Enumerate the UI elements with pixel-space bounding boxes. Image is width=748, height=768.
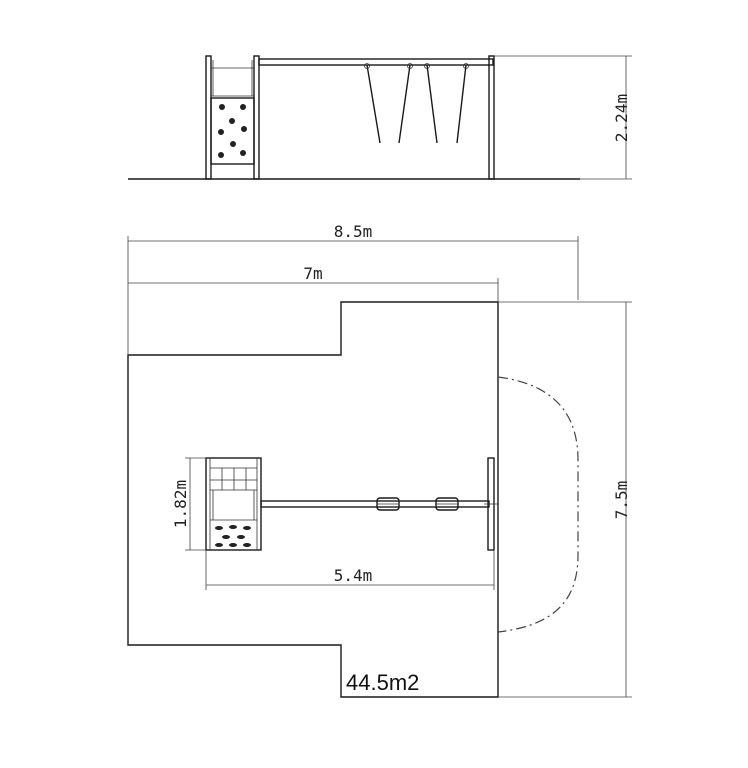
swing-safety-arc — [497, 376, 579, 633]
tower-plan — [205, 457, 262, 551]
swing-post — [488, 55, 495, 180]
overall-width-label: 8.5m — [334, 222, 373, 241]
safety-zone — [127, 301, 499, 698]
equipment-depth-label: 1.82m — [171, 480, 190, 528]
tower-post-right — [253, 55, 260, 180]
swing-chains — [364, 63, 469, 144]
climbing-panel — [210, 97, 255, 165]
plan-view: 8.5m 7m 7.5m — [127, 222, 632, 698]
zone-width-label: 7m — [303, 264, 322, 283]
height-dimension: 2.24m — [494, 55, 632, 180]
swing-seats-plan — [376, 497, 459, 511]
overall-depth-label: 7.5m — [612, 481, 631, 520]
climbing-holds — [218, 104, 247, 158]
tower-post-left — [205, 55, 212, 180]
zone-width-dimension: 7m — [128, 264, 499, 302]
overall-depth-dimension: 7.5m — [498, 301, 632, 698]
equipment-length-label: 5.4m — [334, 566, 373, 585]
equipment-plan — [205, 457, 498, 551]
equipment-depth-dimension: 1.82m — [171, 457, 206, 551]
height-label: 2.24m — [612, 94, 631, 142]
area-label: 44.5m2 — [346, 670, 419, 695]
equipment-length-dimension: 5.4m — [205, 550, 495, 590]
swing-beam — [258, 58, 494, 66]
elevation-view: 2.24m — [128, 55, 632, 180]
overall-width-dimension: 8.5m — [127, 222, 579, 355]
climbing-holds-plan — [215, 525, 251, 547]
